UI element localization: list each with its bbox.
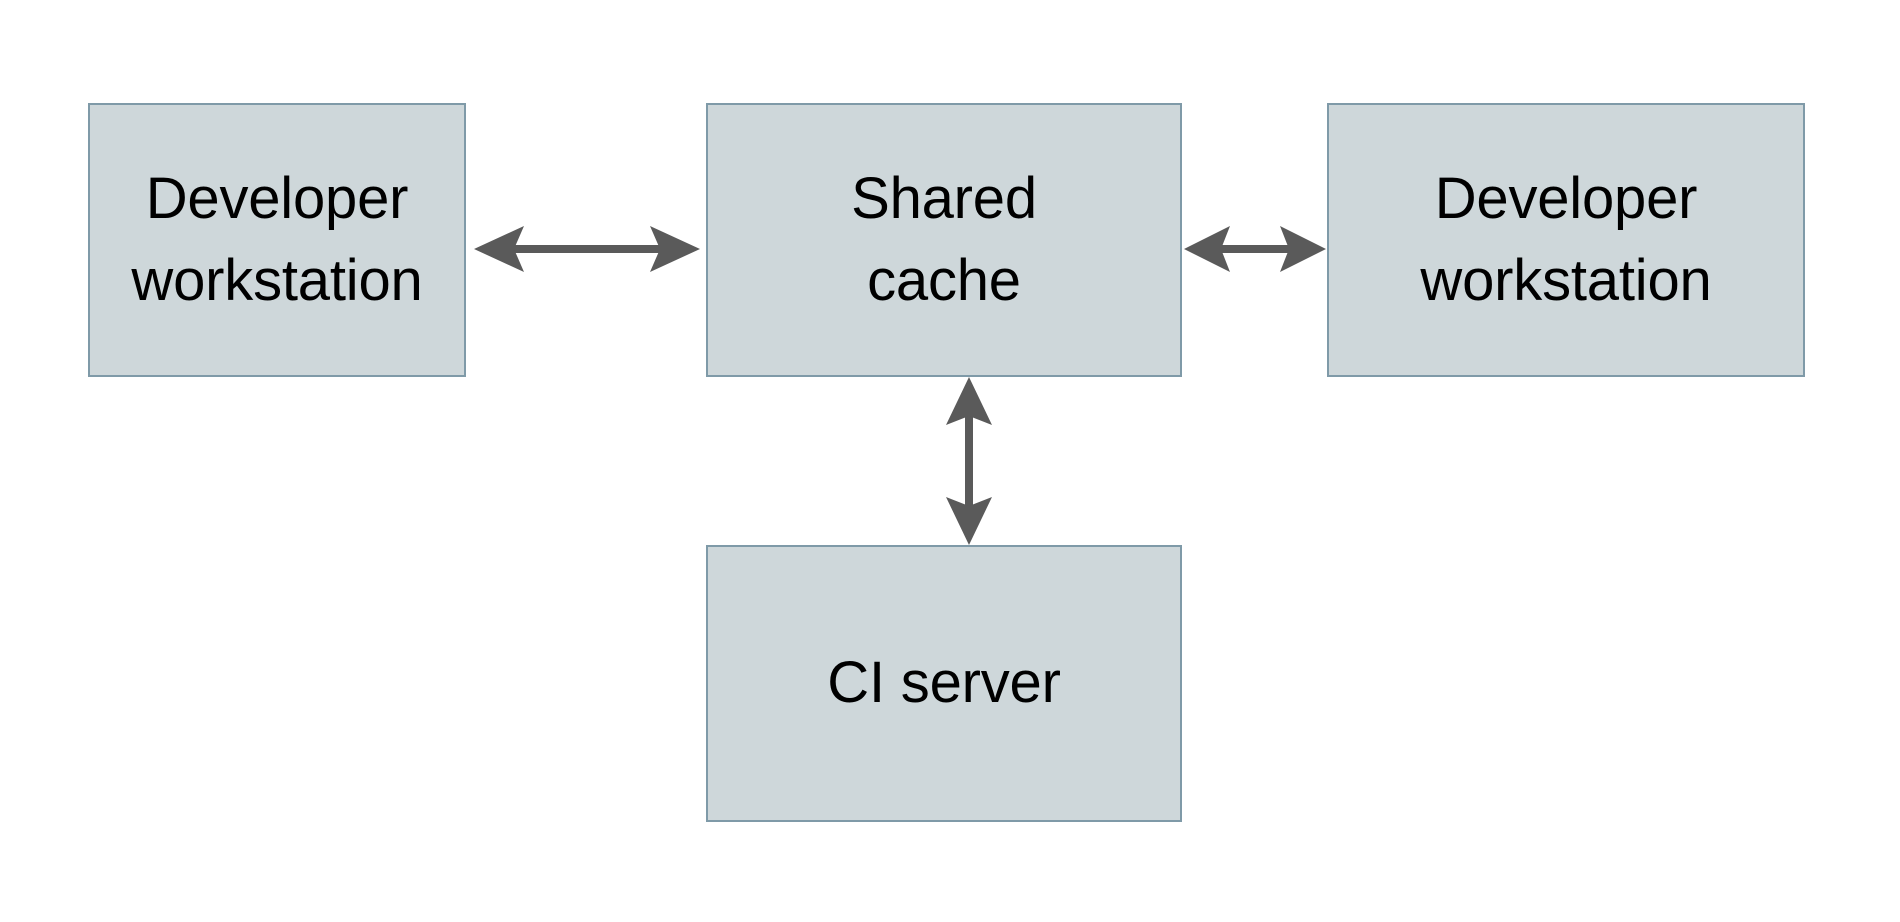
edge-shared-cache-to-developer-workstation-right[interactable]	[1180, 218, 1330, 280]
double-arrow-vertical-icon	[946, 377, 992, 545]
edge-developer-workstation-left-to-shared-cache[interactable]	[466, 218, 708, 280]
node-label-shared-cache: Shared cache	[851, 165, 1037, 313]
double-arrow-horizontal-icon	[1184, 226, 1326, 272]
edge-shared-cache-to-ci-server[interactable]	[938, 375, 1000, 547]
node-label-developer-workstation-right: Developer workstation	[1420, 165, 1712, 313]
node-shared-cache[interactable]: Shared cache	[706, 103, 1182, 377]
node-label-ci-server: CI server	[827, 650, 1061, 716]
node-label-developer-workstation-left: Developer workstation	[131, 165, 423, 313]
node-developer-workstation-left[interactable]: Developer workstation	[88, 103, 466, 377]
double-arrow-horizontal-icon	[474, 226, 700, 272]
node-developer-workstation-right[interactable]: Developer workstation	[1327, 103, 1805, 377]
node-ci-server[interactable]: CI server	[706, 545, 1182, 822]
